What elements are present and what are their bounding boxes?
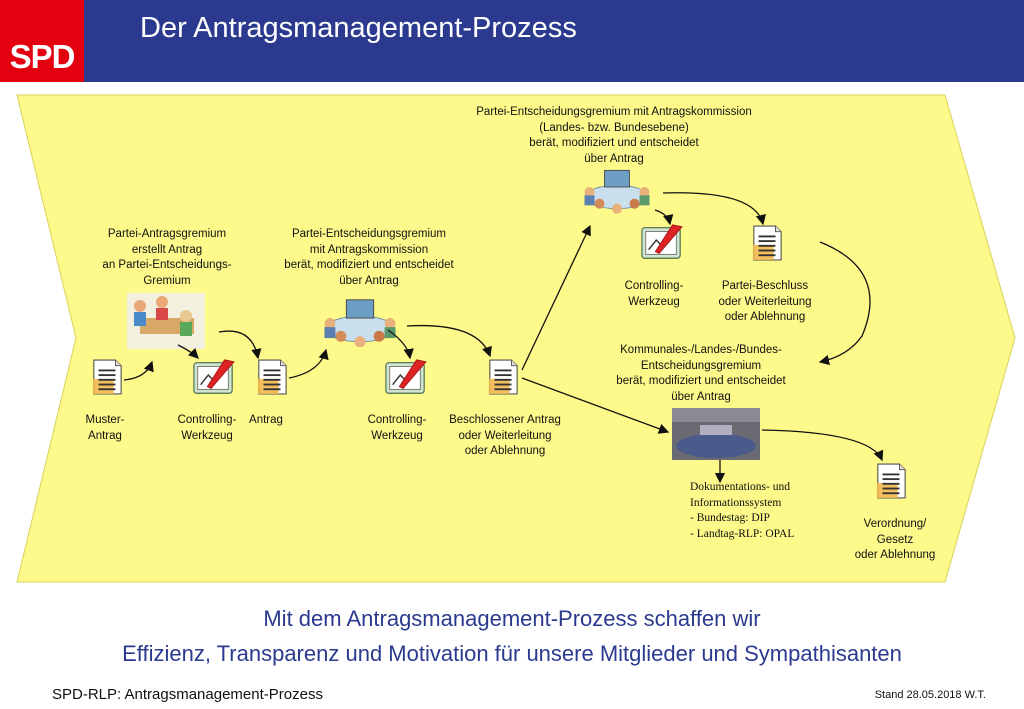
document-icon-muster	[92, 359, 122, 395]
spd-logo: SPD	[0, 0, 84, 82]
document-icon-parteibeschluss	[752, 225, 782, 261]
label-antrag: Antrag	[249, 414, 283, 426]
parliament-picture	[672, 408, 760, 460]
logo-text: SPD	[9, 38, 76, 75]
arrow-8	[654, 209, 674, 226]
arrow-3	[218, 330, 262, 360]
arrow-6	[406, 324, 492, 358]
label-controlling-1: Controlling-Werkzeug	[177, 414, 237, 442]
document-icon-verordnung	[876, 463, 906, 499]
footer-date: Stand 28.05.2018 W.T.	[874, 689, 986, 701]
label-kommunales-gremium: Kommunales-/Landes-/Bundes-Entscheidungs…	[616, 344, 786, 403]
controlling-icon-1	[193, 359, 235, 395]
label-muster-antrag: Muster-Antrag	[85, 414, 125, 442]
controlling-icon-3	[641, 224, 683, 260]
label-controlling-3: Controlling-Werkzeug	[624, 280, 684, 308]
document-icon-antrag	[257, 359, 287, 395]
arrow-1	[123, 360, 154, 381]
arrow-4	[288, 348, 329, 379]
controlling-icon-2	[385, 359, 427, 395]
tagline-line-2: Effizienz, Transparenz und Motivation fü…	[122, 641, 902, 666]
arrow-7	[521, 224, 591, 371]
page-title: Der Antragsmanagement-Prozess	[140, 12, 577, 44]
arrow-10	[818, 241, 871, 366]
label-controlling-2: Controlling-Werkzeug	[367, 414, 427, 442]
arrow-11	[521, 377, 670, 434]
committee-picture	[127, 293, 205, 349]
tagline-line-1: Mit dem Antragsmanagement-Prozess schaff…	[263, 606, 761, 631]
document-icon-beschlossen	[488, 359, 518, 395]
arrow-12	[761, 429, 884, 462]
footer-title: SPD-RLP: Antragsmanagement-Prozess	[52, 686, 323, 703]
arrow-9	[662, 192, 766, 226]
arrow-2	[177, 344, 199, 359]
arrow-5	[387, 329, 414, 360]
header-bar	[0, 0, 1024, 82]
label-landes-bundes-gremium: Partei-Entscheidungsgremium mit Antragsk…	[476, 106, 752, 165]
